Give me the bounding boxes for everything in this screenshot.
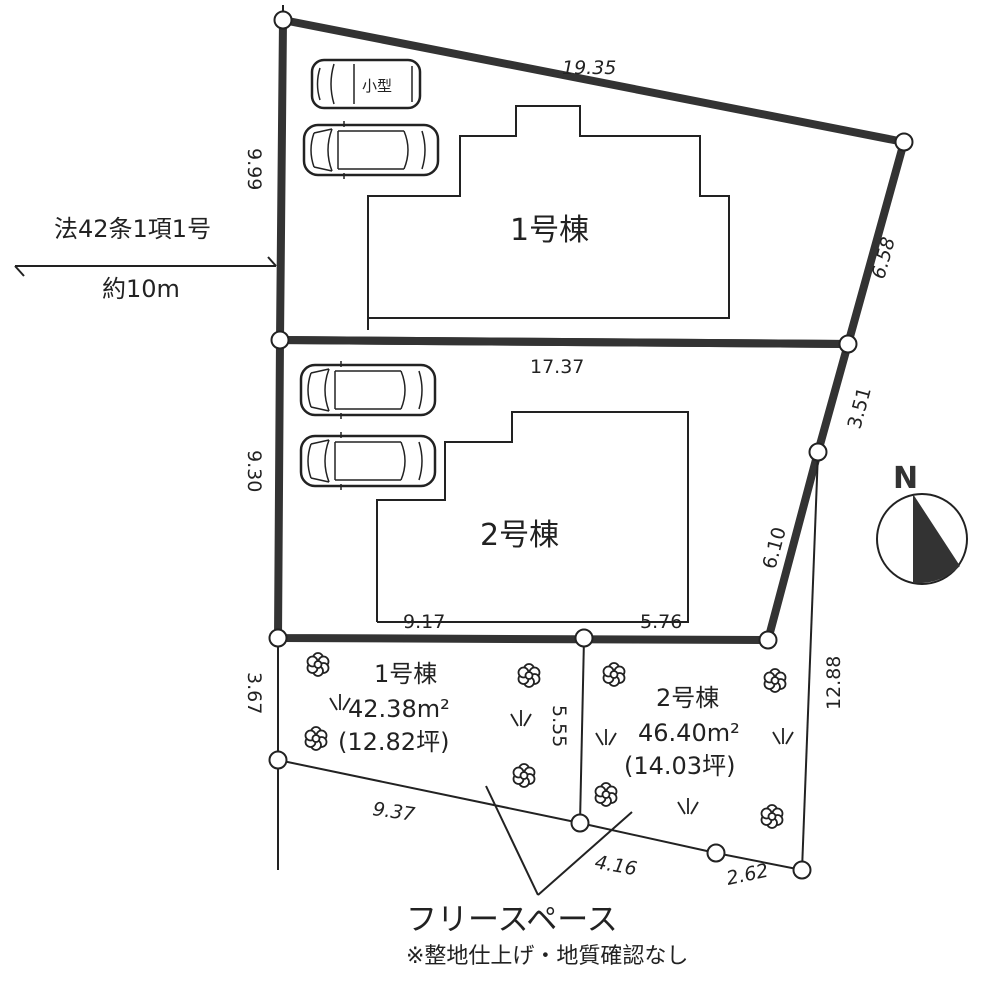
free-space-note: ※整地仕上げ・地質確認なし xyxy=(406,944,688,969)
area1-label: 1号棟 xyxy=(374,660,437,688)
dim-right-lot2-upper: 3.51 xyxy=(844,385,876,432)
dim-free-bottom-left: 9.37 xyxy=(371,798,416,826)
free-space-title: フリースペース xyxy=(406,902,618,938)
car-icon xyxy=(299,430,437,492)
north-compass-icon: N xyxy=(876,461,968,585)
dim-divider: 17.37 xyxy=(530,356,584,378)
building-1-footprint xyxy=(367,105,730,330)
building-1-label: 1号棟 xyxy=(510,213,589,248)
road-width-label: 約10m xyxy=(102,275,180,303)
free-space-boundary xyxy=(277,451,819,896)
dim-free-divider: 5.55 xyxy=(548,705,570,747)
car-icon xyxy=(302,119,440,181)
car-small-label: 小型 xyxy=(362,77,392,95)
dim-top: 19.35 xyxy=(562,57,616,79)
dim-free-left: 3.67 xyxy=(243,672,265,714)
dim-free-bottom-right: 2.62 xyxy=(724,860,770,890)
area2-label: 2号棟 xyxy=(656,684,719,712)
area1-sqm: 42.38m² xyxy=(348,695,450,723)
dim-left-lot1: 9.99 xyxy=(243,148,265,190)
dim-free-right: 12.88 xyxy=(823,656,845,710)
dim-bottom-right-seg: 5.76 xyxy=(640,611,682,633)
compass-north-label: N xyxy=(893,461,918,496)
dim-free-bottom-mid: 4.16 xyxy=(593,851,638,880)
building-2-label: 2号棟 xyxy=(480,518,559,553)
dim-bottom-left-seg: 9.17 xyxy=(403,611,445,633)
area1-tsubo: (12.82坪) xyxy=(338,728,449,756)
free-space-area-1: 1号棟 42.38m² (12.82坪) xyxy=(338,660,450,756)
area2-sqm: 46.40m² xyxy=(638,719,740,747)
free-space-area-2: 2号棟 46.40m² (14.03坪) xyxy=(624,684,740,780)
lot2-boundary xyxy=(274,336,852,644)
car-icon xyxy=(299,359,437,421)
area2-tsubo: (14.03坪) xyxy=(624,752,735,780)
building-2-footprint xyxy=(376,411,689,623)
boundary-markers xyxy=(268,10,914,880)
dim-left-lot2: 9.30 xyxy=(243,450,265,492)
car-small-icon: 小型 xyxy=(310,58,422,110)
road-indicator: 法42条1項1号 約10m xyxy=(14,215,277,303)
road-law-label: 法42条1項1号 xyxy=(54,215,211,243)
